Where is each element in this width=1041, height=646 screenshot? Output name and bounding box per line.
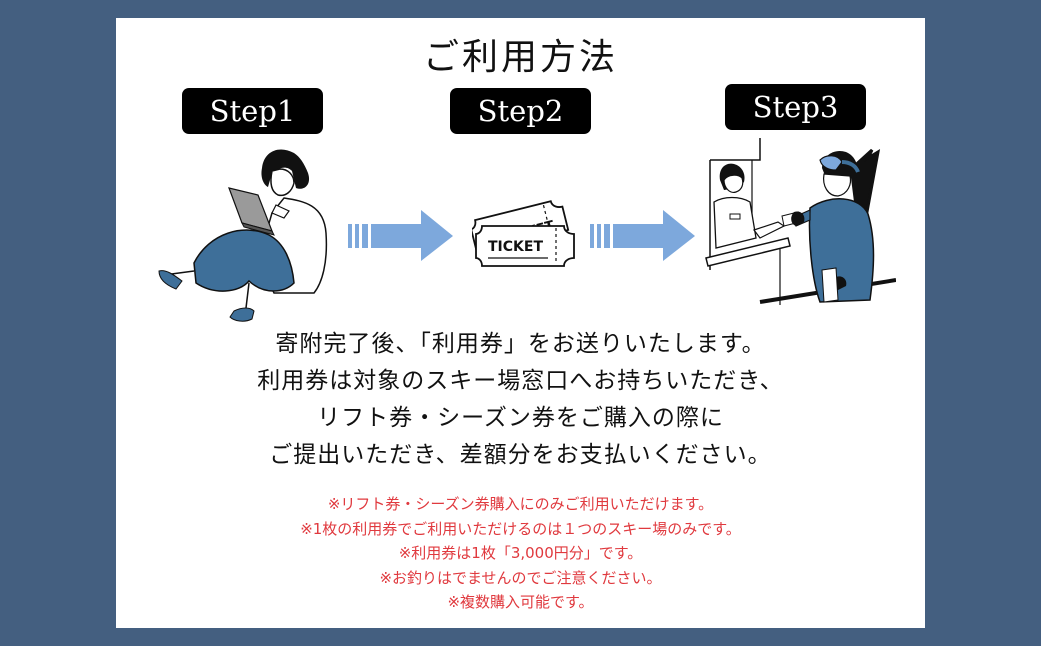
- note-item: ※複数購入可能です。: [447, 593, 594, 611]
- instruction-line: ご提出いただき、差額分をお支払いください。: [269, 442, 772, 468]
- ticket-illustration: TICKET TICKET: [472, 200, 575, 267]
- step2-badge: Step2: [450, 88, 591, 134]
- step1-badge: Step1: [182, 88, 323, 134]
- instruction-line: リフト券・シーズン券をご購入の際に: [317, 405, 724, 431]
- instruction-line: 寄附完了後、「利用券」をお送りいたします。: [275, 331, 766, 357]
- notes-list: ※リフト券・シーズン券購入にのみご利用いただけます。 ※1枚の利用券でご利用いた…: [116, 492, 925, 615]
- step3-badge: Step3: [725, 84, 866, 130]
- woman-laptop-illustration: [158, 149, 328, 322]
- arrow-right-icon: [348, 210, 453, 261]
- ticket-front-text: TICKET: [488, 239, 543, 255]
- note-item: ※お釣りはでませんのでご注意ください。: [379, 568, 662, 587]
- note-item: ※利用券は1枚「3,000円分」です。: [398, 544, 643, 562]
- arrow-right-icon: [590, 210, 695, 261]
- usage-guide-panel: ご利用方法 Step1 Step2 Step3: [116, 18, 925, 628]
- instruction-line: 利用券は対象のスキー場窓口へお持ちいただき、: [257, 368, 784, 394]
- page-title: ご利用方法: [422, 37, 618, 78]
- skier-ticket-window-illustration: [705, 138, 896, 305]
- note-item: ※1枚の利用券でご利用いただけるのは１つのスキー場のみです。: [300, 519, 741, 538]
- note-item: ※リフト券・シーズン券購入にのみご利用いただけます。: [327, 495, 714, 513]
- instructions-text: 寄附完了後、「利用券」をお送りいたします。 利用券は対象のスキー場窓口へお持ちい…: [116, 326, 925, 474]
